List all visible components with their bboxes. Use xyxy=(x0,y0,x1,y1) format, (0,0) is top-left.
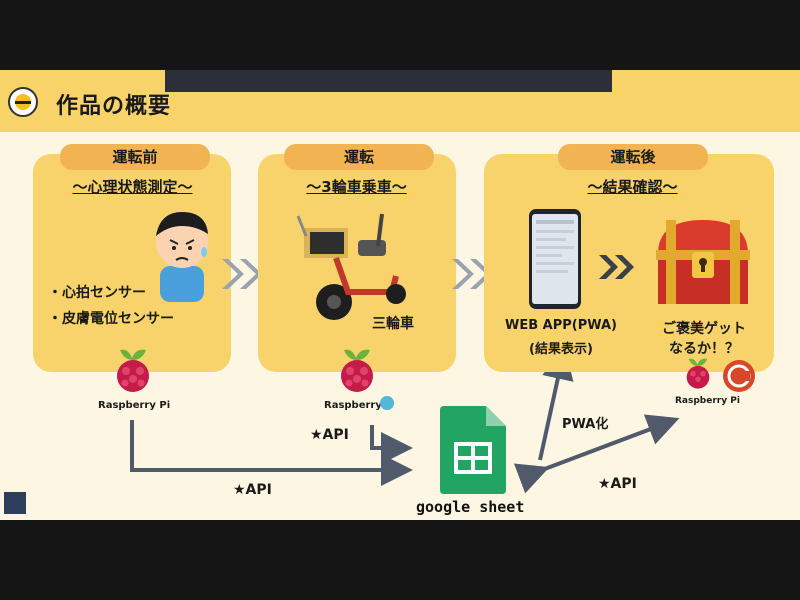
panel-driving xyxy=(258,154,456,372)
device-label-raspberry-pi-1: Raspberry Pi xyxy=(98,400,171,411)
web-app-sublabel: (結果表示) xyxy=(529,342,593,357)
panel-before-driving xyxy=(33,154,231,372)
connector-mid xyxy=(370,425,413,464)
connector-right xyxy=(513,414,680,494)
chevron-right-icon xyxy=(597,253,637,285)
tricycle-label: 三輪車 xyxy=(372,316,414,332)
section-header-after: 運転後 xyxy=(558,144,708,170)
section-subtitle-driving: 〜3輪車乗車〜 xyxy=(306,178,407,196)
section-header-before: 運転前 xyxy=(60,144,210,170)
api-label-left: ★API xyxy=(233,482,272,498)
flow-connectors xyxy=(130,347,680,494)
device-label-raspberry-pi-2: Raspberry xyxy=(324,400,382,411)
reward-coin-icon xyxy=(722,359,756,397)
section-subtitle-before: 〜心理状態測定〜 xyxy=(72,178,193,196)
sensor-item-heart-rate: ・心拍センサー xyxy=(48,285,146,301)
web-app-label: WEB APP(PWA) xyxy=(505,318,617,333)
raspberry-pi-icon xyxy=(336,346,378,398)
section-header-driving: 運転 xyxy=(284,144,434,170)
reward-label: ご褒美ゲット xyxy=(662,321,746,337)
raspberry-pi-icon xyxy=(112,346,154,398)
api-label-mid: ★API xyxy=(310,427,349,443)
google-sheet-label: google sheet xyxy=(416,498,525,516)
anxious-person-illustration xyxy=(146,204,216,308)
sensor-item-skin-potential: ・皮膚電位センサー xyxy=(48,311,174,327)
treasure-chest-image xyxy=(648,212,758,312)
slide-corner-marker xyxy=(4,492,26,514)
device-label-raspberry-pi-3: Raspberry Pi xyxy=(675,396,740,406)
tricycle-image xyxy=(296,206,416,330)
header-accent-bar xyxy=(165,70,612,92)
smartphone-image xyxy=(528,208,582,314)
raspberry-pi-icon xyxy=(683,356,713,394)
overlay-badge-icon xyxy=(380,396,394,410)
company-logo xyxy=(8,87,38,117)
chevron-right-icon xyxy=(218,257,268,295)
page-title: 作品の概要 xyxy=(56,94,172,119)
reward-question: なるか！？ xyxy=(669,341,739,357)
slide: 作品の概要 運転前 〜心理状態測定〜 ・心拍センサー ・皮膚電位センサー xyxy=(0,70,800,520)
google-sheets-icon xyxy=(440,406,506,498)
connector-left xyxy=(130,420,413,486)
section-subtitle-after: 〜結果確認〜 xyxy=(587,178,678,196)
pwa-label: PWA化 xyxy=(562,417,609,432)
api-label-right: ★API xyxy=(598,476,637,492)
